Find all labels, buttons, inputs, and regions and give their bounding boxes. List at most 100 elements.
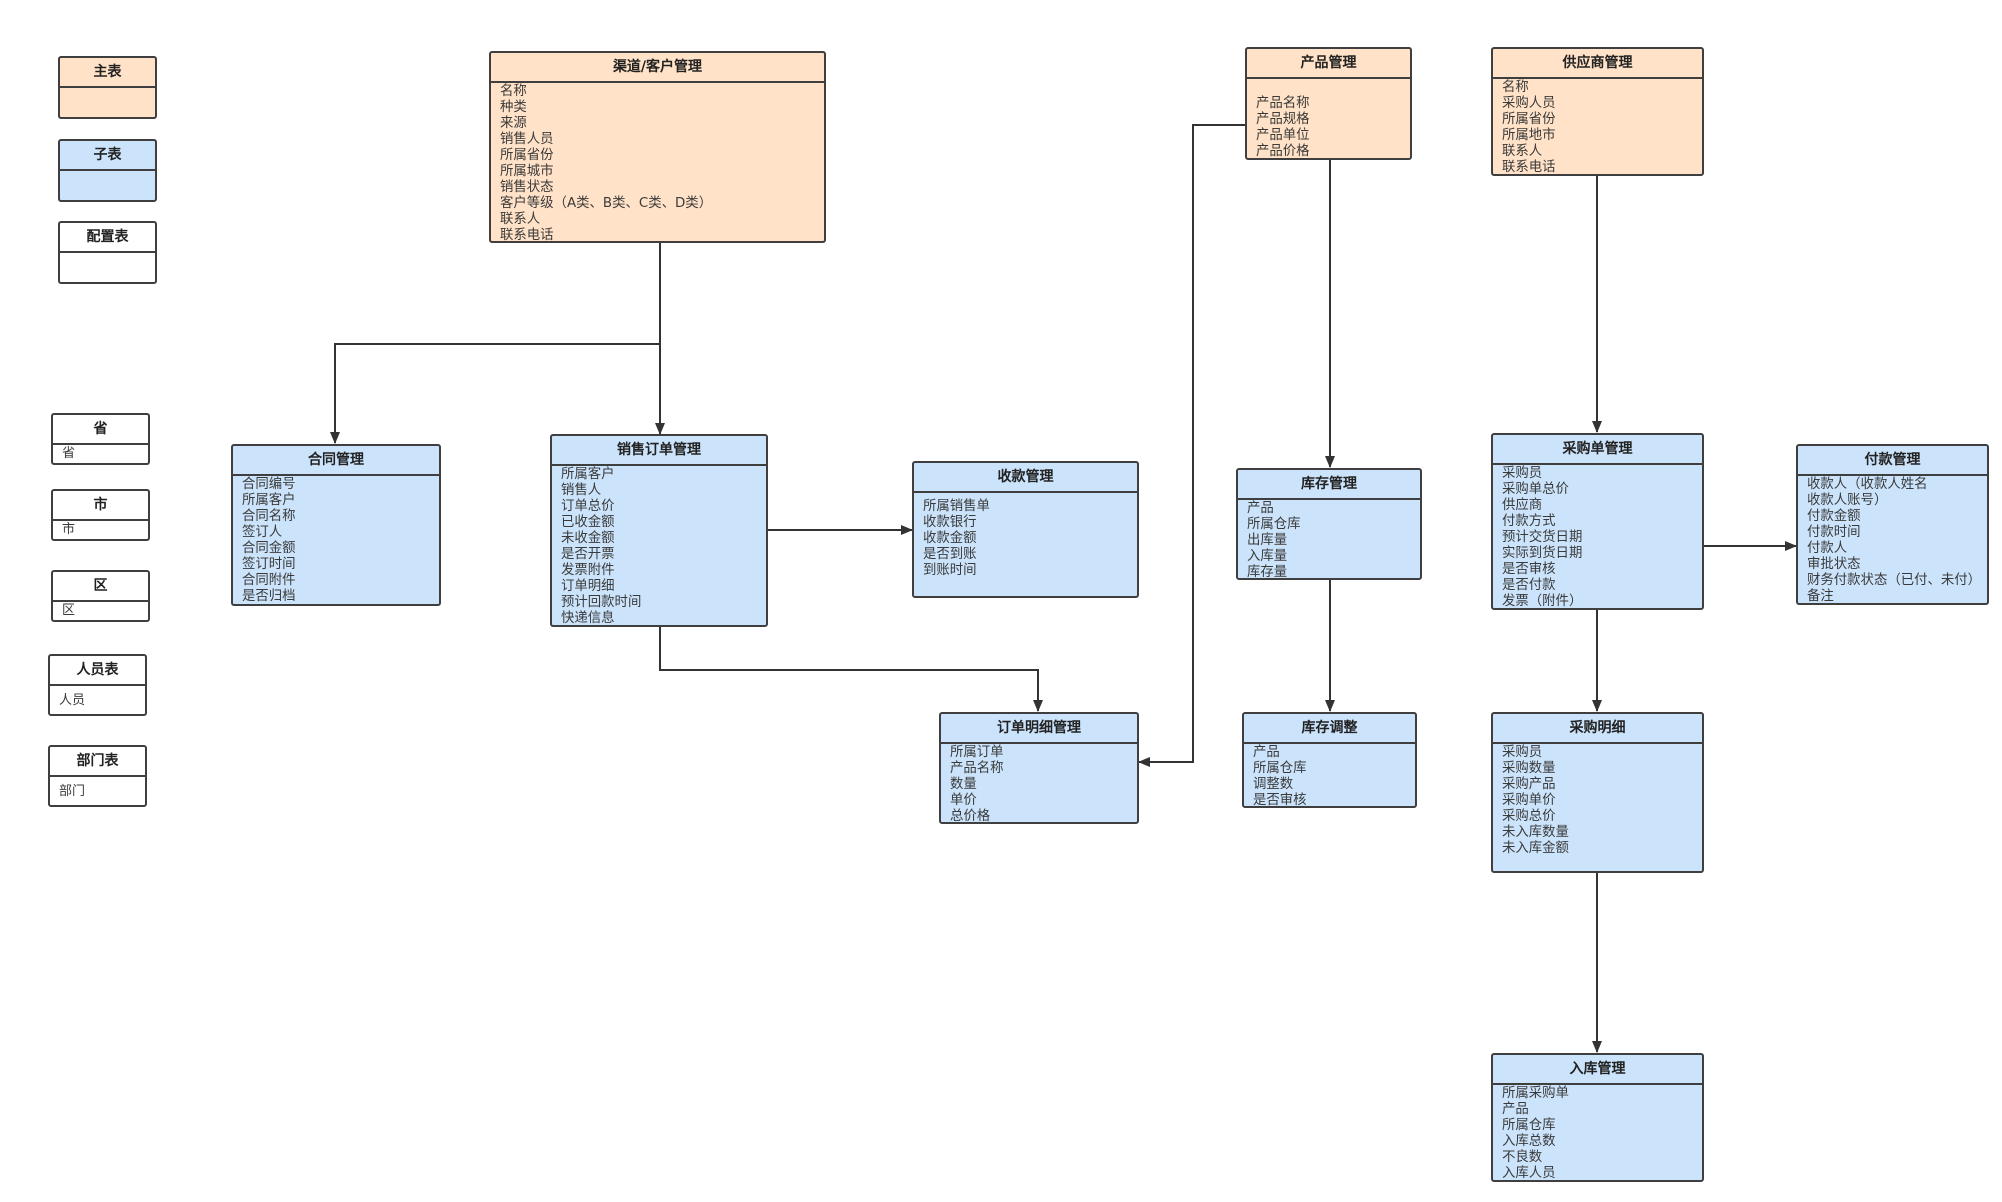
entity-title: 付款管理 <box>1798 446 1987 476</box>
entity-field: 销售人员 <box>500 132 554 147</box>
entity-field: 付款人 <box>1807 541 1848 556</box>
entity-field: 采购员 <box>1502 745 1543 760</box>
entity-field: 所属客户 <box>242 493 296 508</box>
entity-field: 发票（附件） <box>1502 594 1583 609</box>
entity-field: 实际到货日期 <box>1502 546 1583 561</box>
entity-field: 是否审核 <box>1502 562 1556 577</box>
entity-field: 收款银行 <box>923 515 977 530</box>
entity-field: 所属仓库 <box>1247 517 1301 532</box>
entity-field: 发票附件 <box>561 563 615 578</box>
entity-title: 入库管理 <box>1493 1055 1702 1085</box>
legend-sub-table: 子表 <box>58 139 157 202</box>
entity-field: 供应商 <box>1502 498 1543 513</box>
entity-field: 客户等级（A类、B类、C类、D类） <box>500 196 713 211</box>
entity-field: 采购数量 <box>1502 761 1556 776</box>
entity-field: 付款时间 <box>1807 525 1861 540</box>
entity-field: 预计交货日期 <box>1502 530 1583 545</box>
entity-field: 已收金额 <box>561 515 615 530</box>
config-district: 区 区 <box>51 570 150 622</box>
entity-field: 快递信息 <box>561 611 615 626</box>
config-field: 部门 <box>59 784 86 799</box>
entity-field: 所属地市 <box>1502 128 1556 143</box>
entity-field: 审批状态 <box>1807 557 1861 572</box>
edge-channel-to-contract <box>330 243 661 444</box>
entity-field: ​ <box>1256 80 1410 96</box>
entity-channel-customer: 渠道/客户管理 名称 种类 来源 销售人员 所属省份 所属城市 销售状态 客户等… <box>489 51 826 243</box>
entity-field: 单价 <box>950 793 977 808</box>
entity-field: 采购单价 <box>1502 793 1556 808</box>
entity-field: 收款金额 <box>923 531 977 546</box>
edge-product-to-order-detail <box>1138 124 1248 767</box>
entity-product: 产品管理 ​ 产品名称 产品规格 产品单位 产品价格 <box>1245 47 1412 160</box>
entity-field: 签订时间 <box>242 557 296 572</box>
entity-field: 来源 <box>500 116 527 131</box>
entity-field: 未入库数量 <box>1502 825 1569 840</box>
entity-title: 收款管理 <box>914 463 1137 493</box>
entity-field: 合同附件 <box>242 573 296 588</box>
entity-field: 出库量 <box>1247 533 1288 548</box>
legend-sub-label: 子表 <box>60 141 155 171</box>
entity-field: 销售状态 <box>500 180 554 195</box>
entity-field: 到账时间 <box>923 563 977 578</box>
entity-order-detail: 订单明细管理 所属订单 产品名称 数量 单价 总价格 <box>939 712 1139 824</box>
config-province: 省 省 <box>51 413 150 465</box>
entity-title: 库存管理 <box>1238 470 1420 500</box>
config-title: 区 <box>53 572 148 602</box>
entity-title: 订单明细管理 <box>941 714 1137 744</box>
entity-field: 联系电话 <box>500 228 554 243</box>
config-title: 人员表 <box>50 656 145 686</box>
entity-field: 未收金额 <box>561 531 615 546</box>
entity-field: 名称 <box>500 84 527 99</box>
entity-field: 产品价格 <box>1256 144 1310 159</box>
entity-field: 联系电话 <box>1502 160 1556 175</box>
entity-field: 所属客户 <box>561 467 615 482</box>
entity-title: 合同管理 <box>233 446 439 476</box>
entity-field: 是否付款 <box>1502 578 1556 593</box>
entity-field: 合同名称 <box>242 509 296 524</box>
entity-title: 产品管理 <box>1247 49 1410 79</box>
entity-field: 所属仓库 <box>1502 1118 1556 1133</box>
config-field: 人员 <box>59 693 86 708</box>
entity-field: 合同编号 <box>242 477 296 492</box>
config-field: 区 <box>62 603 76 618</box>
entity-field: 采购产品 <box>1502 777 1556 792</box>
entity-field: 订单总价 <box>561 499 615 514</box>
entity-field: 所属订单 <box>950 745 1004 760</box>
config-department: 部门表 部门 <box>48 745 147 807</box>
entity-field: 所属省份 <box>1502 112 1556 127</box>
config-title: 部门表 <box>50 747 145 777</box>
entity-field: 联系人 <box>500 212 541 227</box>
entity-field: 产品 <box>1247 501 1274 516</box>
entity-field: 产品 <box>1253 745 1280 760</box>
entity-field: 库存量 <box>1247 565 1288 580</box>
entity-field: 是否开票 <box>561 547 615 562</box>
entity-field: 所属仓库 <box>1253 761 1307 776</box>
entity-field: 不良数 <box>1502 1150 1543 1165</box>
legend-config-label: 配置表 <box>60 223 155 253</box>
entity-field: 合同金额 <box>242 541 296 556</box>
entity-field: 所属采购单 <box>1502 1086 1569 1101</box>
entity-collection: 收款管理 所属销售单 收款银行 收款金额 是否到账 到账时间 <box>912 461 1139 598</box>
entity-field: 产品规格 <box>1256 112 1310 127</box>
entity-title: 库存调整 <box>1244 714 1415 744</box>
entity-field: 所属城市 <box>500 164 554 179</box>
entity-field: 数量 <box>950 777 977 792</box>
entity-field: 财务付款状态（已付、未付） <box>1807 573 1982 588</box>
entity-field: 是否归档 <box>242 589 296 604</box>
entity-title: 渠道/客户管理 <box>491 53 824 83</box>
legend-config-table: 配置表 <box>58 221 157 284</box>
config-city: 市 市 <box>51 489 150 541</box>
entity-field: 采购总价 <box>1502 809 1556 824</box>
entity-field: 所属销售单 <box>923 499 990 514</box>
entity-field: 付款金额 <box>1807 509 1861 524</box>
entity-field: 入库人员 <box>1502 1166 1556 1181</box>
entity-field: 备注 <box>1807 589 1834 604</box>
entity-stock-adjust: 库存调整 产品 所属仓库 调整数 是否审核 <box>1242 712 1417 808</box>
entity-contract: 合同管理 合同编号 所属客户 合同名称 签订人 合同金额 签订时间 合同附件 是… <box>231 444 441 606</box>
edge-sales-order-to-order-detail <box>659 627 1043 712</box>
entity-field: 采购人员 <box>1502 96 1556 111</box>
entity-field: 预计回款时间 <box>561 595 642 610</box>
entity-field: 总价格 <box>950 809 991 824</box>
entity-field: 收款人账号） <box>1807 493 1888 508</box>
